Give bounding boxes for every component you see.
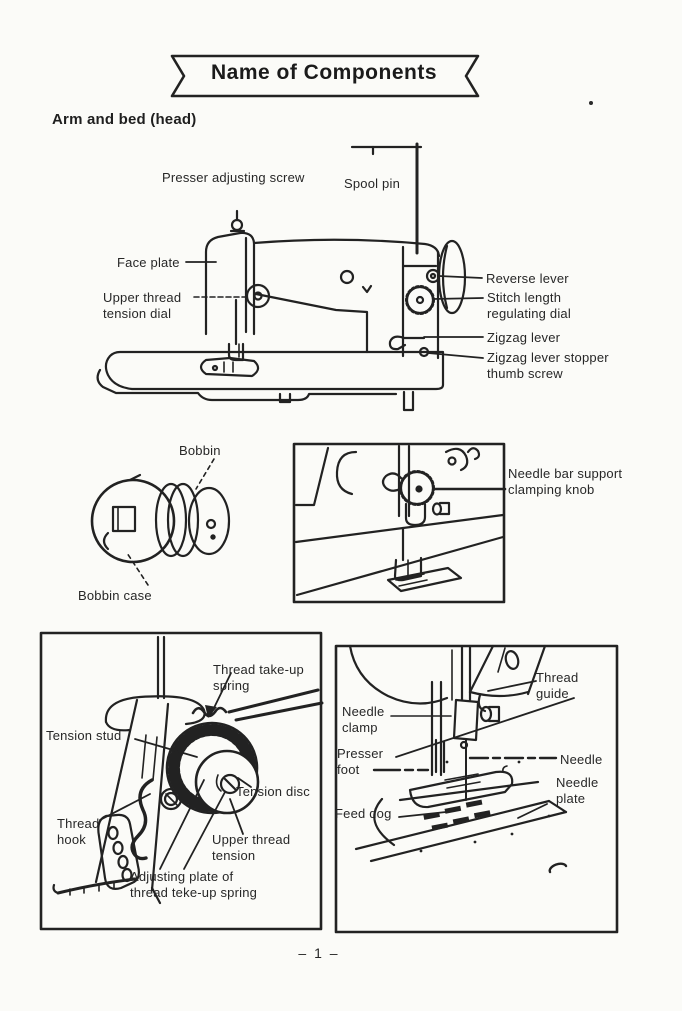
leader-zigzag-stopper [427,352,484,359]
needle-area-box [334,644,619,934]
stray-dot [589,101,593,105]
label-presser-foot: Presser foot [337,746,384,777]
label-zigzag-lever-stopper-thumb-screw: Zigzag lever stopper thumb screw [487,350,609,381]
leader-adjusting-plate-1 [159,779,205,870]
page-number: – 1 – [298,945,340,961]
label-needle-bar-support-clamping-knob: Needle bar support clamping knob [508,466,623,497]
needle-bar-support-box [292,442,507,604]
bobbin-drawing [90,458,231,586]
leader-bobbin [195,458,215,490]
arm-hole [339,269,355,285]
label-face-plate: Face plate [117,255,180,270]
label-presser-adjusting-screw: Presser adjusting screw [162,170,305,185]
thread-guide [477,693,487,713]
leader-stitch-length-dial [432,297,484,300]
label-needle-clamp: Needle clamp [342,704,385,735]
banner-ribbon [170,54,480,98]
label-tension-disc: Tension disc [236,784,310,799]
machine-bed [104,350,445,391]
label-needle: Needle [560,752,603,767]
thread-wisp [548,862,568,874]
leader-upper-thread-tension [229,798,244,835]
label-thread-take-up-spring: Thread take-up spring [213,662,304,693]
leader-thread-guide [487,680,537,692]
section-heading: Arm and bed (head) [52,111,197,128]
tension-dial [165,721,259,815]
label-bobbin-case: Bobbin case [78,588,152,603]
leader-reverse-lever [438,275,483,279]
figure3-frame [292,442,506,604]
label-thread-guide: Thread guide [536,670,579,701]
leader-bobbin-case [126,552,149,586]
leader-tension-disc [237,777,252,788]
presser-adjusting-screw [230,218,244,232]
label-bobbin: Bobbin [179,443,221,458]
label-needle-plate: Needle plate [556,775,599,806]
leader-adjusting-plate-2 [183,791,226,870]
zigzag-lever [388,335,426,351]
leader-long-diagonal [395,697,575,758]
machine-head [204,231,256,336]
label-upper-thread-tension-dial: Upper thread tension dial [103,290,182,321]
leader-feed-dog [398,811,447,818]
label-thread-hook: Thread hook [57,816,100,847]
leader-thread-hook [99,793,151,821]
leader-tension-stud [134,738,198,758]
label-upper-thread-tension: Upper thread tension [212,832,291,863]
label-zigzag-lever: Zigzag lever [487,330,561,345]
tension-assembly-box [39,631,324,931]
figure4-frame [39,631,323,931]
label-feed-dog: Feed dog [335,806,392,821]
leader-needle-plate [517,803,548,819]
label-reverse-lever: Reverse lever [486,271,569,286]
label-adjusting-plate: Adjusting plate of thread teke-up spring [130,869,258,900]
page-title: Name of Components [210,61,437,84]
sewing-machine-drawing [96,142,484,412]
needle-clamp [452,698,480,742]
label-spool-pin: Spool pin [344,176,401,191]
label-tension-stud: Tension stud [46,728,122,743]
label-stitch-length-regulating-dial: Stitch length regulating dial [487,290,571,321]
figure5-frame [334,644,619,934]
feed-dog [423,799,491,831]
bobbin [187,486,231,556]
upper-thread-tension-dial [245,283,271,309]
